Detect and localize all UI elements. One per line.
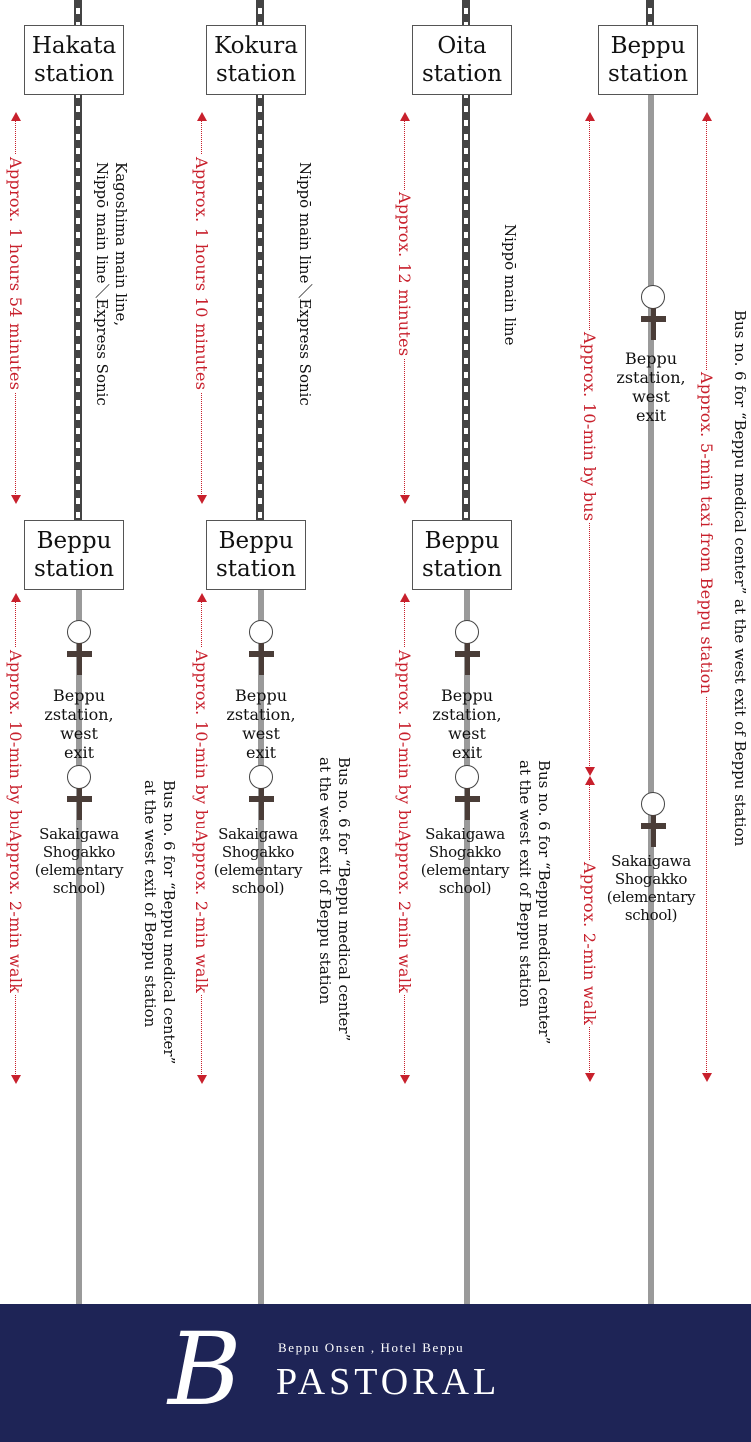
bus-stop-label: Sakaigawa Shogakko (elementary school): [34, 825, 124, 897]
transfer-station-box: Beppu station: [206, 520, 306, 590]
railway-line: [256, 0, 264, 525]
bus-road: [464, 585, 470, 1305]
bus-time-label: Approx. 10-min by bus: [395, 648, 414, 842]
walk-time-label: Approx. 2-min walk: [580, 860, 599, 1028]
bus-stop-label: Beppu zstation, west exit: [226, 686, 296, 762]
railway-line: [648, 0, 654, 1305]
origin-station-box: Hakata station: [24, 25, 124, 95]
bus-time-label: Approx. 10-min by bus: [580, 330, 599, 524]
hotel-logo-letter: B: [168, 1311, 242, 1428]
origin-station-box: Oita station: [412, 25, 512, 95]
bus-stop-marker: [634, 792, 674, 850]
transfer-station-box: Beppu station: [412, 520, 512, 590]
bus-time-label: Approx. 10-min by bus: [192, 648, 211, 842]
railway-line: [462, 0, 470, 525]
bus-stop-marker: [448, 765, 488, 823]
bus-stop-marker: [448, 620, 488, 678]
bus-stop-label: Sakaigawa Shogakko (elementary school): [213, 825, 303, 897]
origin-station-box: Beppu station: [598, 25, 698, 95]
bus-road: [76, 585, 82, 1305]
bus-info-label: Bus no. 6 for “Beppu medical center” at …: [315, 755, 353, 1044]
bus-info-label: Bus no. 6 for “Beppu medical center” at …: [730, 308, 749, 849]
bus-stop-marker: [60, 765, 100, 823]
walk-time-label: Approx. 2-min walk: [6, 828, 25, 996]
bus-road: [258, 585, 264, 1305]
hotel-subtitle: Beppu Onsen , Hotel Beppu: [278, 1340, 465, 1355]
train-time-label: Approx. 1 hours 54 minutes: [6, 155, 25, 393]
train-line-label: Nippō main line: [500, 222, 519, 348]
walk-time-label: Approx. 2-min walk: [192, 828, 211, 996]
bus-stop-label: Beppu zstation, west exit: [44, 686, 114, 762]
hotel-banner: [0, 1304, 751, 1442]
bus-stop-marker: [60, 620, 100, 678]
bus-info-label: Bus no. 6 for “Beppu medical center” at …: [140, 778, 178, 1067]
bus-stop-marker: [242, 620, 282, 678]
origin-station-box: Kokura station: [206, 25, 306, 95]
train-line-label: Kagoshima main line, Nippō main line／Exp…: [92, 160, 130, 408]
transfer-station-box: Beppu station: [24, 520, 124, 590]
hotel-name: PASTORAL: [276, 1361, 501, 1403]
bus-info-label: Bus no. 6 for “Beppu medical center” at …: [515, 758, 553, 1047]
train-time-label: Approx. 1 hours 10 minutes: [192, 155, 211, 393]
bus-stop-label: Sakaigawa Shogakko (elementary school): [420, 825, 510, 897]
taxi-time-label: Approx. 5-min taxi from Beppu station: [697, 370, 716, 697]
train-line-label: Nippō main line／Express Sonic: [295, 160, 314, 408]
train-time-label: Approx. 12 minutes: [395, 190, 414, 359]
bus-stop-marker: [242, 765, 282, 823]
bus-time-label: Approx. 10-min by bus: [6, 648, 25, 842]
bus-stop-marker: [634, 285, 674, 343]
bus-stop-label: Sakaigawa Shogakko (elementary school): [606, 852, 696, 924]
railway-line: [74, 0, 82, 525]
bus-stop-label: Beppu zstation, west exit: [432, 686, 502, 762]
bus-stop-label: Beppu zstation, west exit: [616, 349, 686, 425]
railway-line: [646, 0, 654, 25]
walk-time-label: Approx. 2-min walk: [395, 828, 414, 996]
